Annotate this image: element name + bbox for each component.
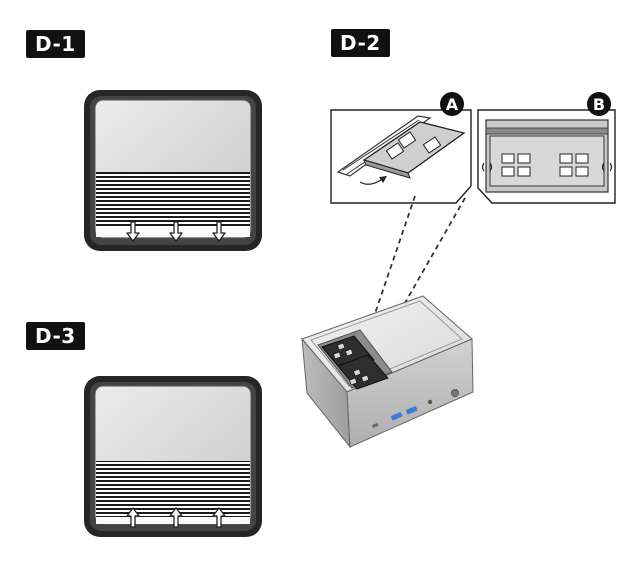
d1-vent-stripes xyxy=(96,172,250,228)
svg-text:B: B xyxy=(593,95,605,114)
inset-b-ram-seated xyxy=(477,109,616,204)
step-badge-d3: D-3 xyxy=(26,322,85,350)
arrow-up-icon xyxy=(126,507,226,528)
front-ports xyxy=(371,389,459,429)
d3-cover-panel xyxy=(84,376,262,537)
svg-text:A: A xyxy=(446,95,459,114)
installed-ram xyxy=(321,335,389,390)
step-badge-d1: D-1 xyxy=(26,30,85,58)
callout-a: A xyxy=(440,92,464,116)
inset-a-ram-insert xyxy=(330,109,472,204)
callout-b: B xyxy=(587,92,611,116)
mini-pc-icon xyxy=(301,295,474,449)
retention-clip-icon xyxy=(481,162,613,172)
step-badge-d2: D-2 xyxy=(331,29,390,57)
d1-cover-panel xyxy=(84,90,262,251)
arrow-down-icon xyxy=(126,221,226,242)
memory-chips xyxy=(501,153,589,177)
ram-module-icon xyxy=(362,121,466,179)
d3-vent-stripes xyxy=(96,461,250,517)
